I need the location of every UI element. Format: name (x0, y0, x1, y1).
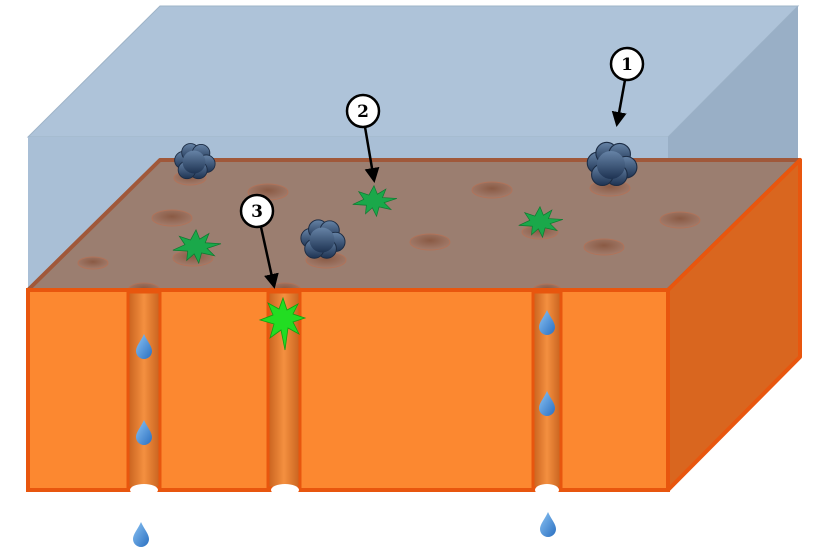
water-drop-icon (540, 512, 556, 537)
water-drop-icon (133, 522, 149, 547)
water-top-face (26, 5, 800, 138)
label-3: 3 (239, 193, 279, 289)
label-number: 3 (251, 202, 263, 222)
label-number: 2 (357, 102, 369, 122)
label-1: 1 (609, 46, 645, 127)
slab-front-face (26, 288, 670, 492)
channel-outlets (130, 484, 559, 496)
pore-channels (126, 290, 563, 490)
label-2: 2 (345, 93, 381, 183)
label-number: 1 (621, 55, 633, 75)
bright-star-particle-icon (258, 296, 307, 351)
